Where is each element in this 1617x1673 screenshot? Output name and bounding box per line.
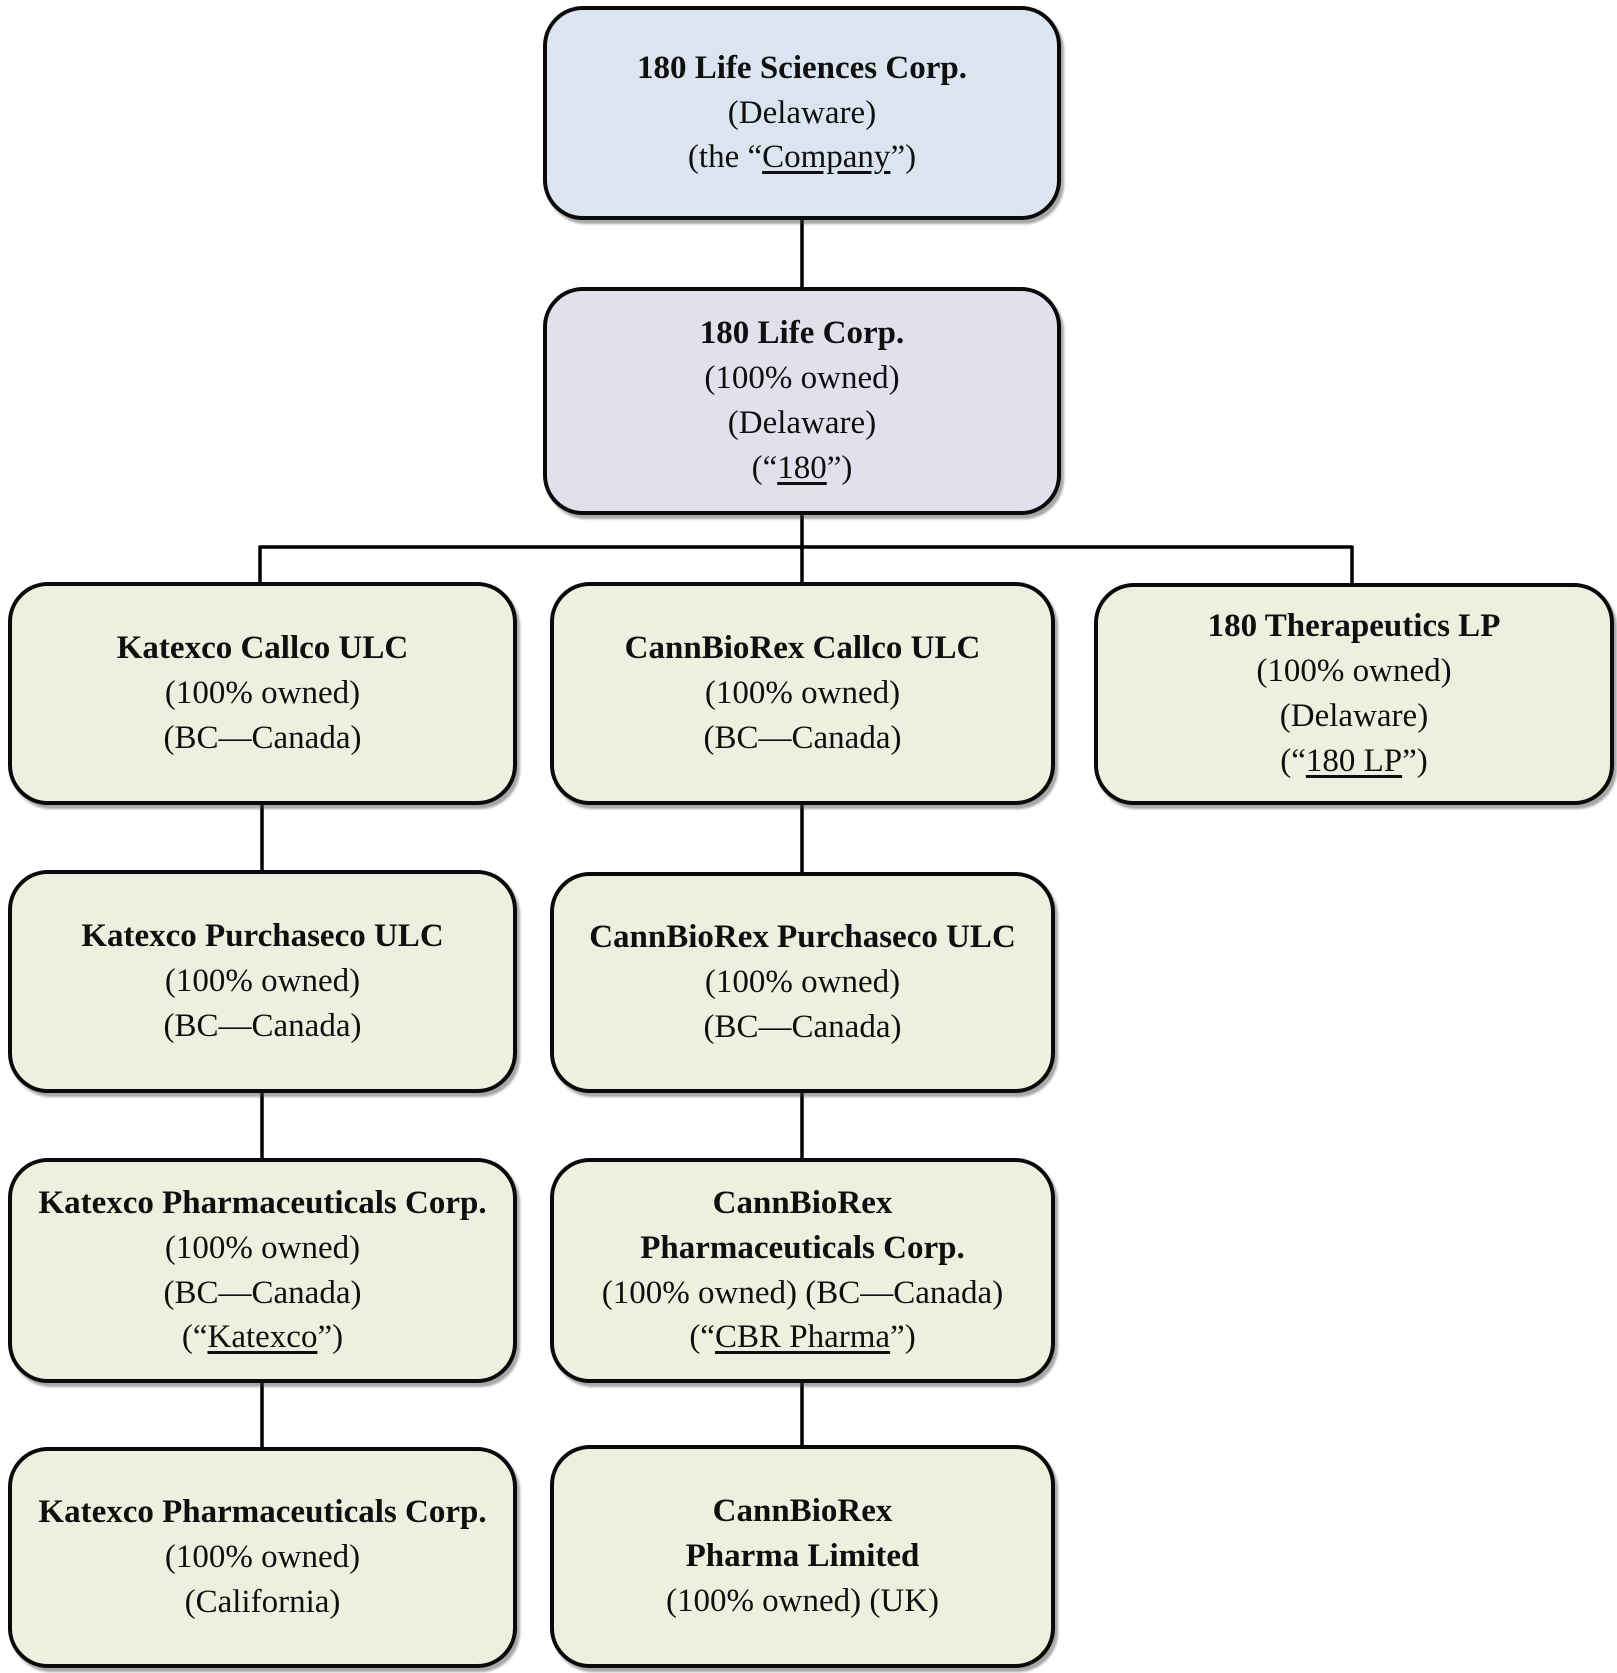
alias-underlined: Company (762, 139, 891, 176)
alias-post: ”) (890, 139, 917, 176)
node-cbr-pharma-ltd-ownership: (100% owned) (UK) (665, 1582, 940, 1619)
node-180-therapeutics-ownership: (100% owned) (1256, 653, 1452, 690)
alias-post: ”) (317, 1319, 344, 1356)
node-katexco-callco-jurisdiction: (BC—Canada) (163, 719, 362, 756)
node-180-therapeutics-alias: (“180 LP”) (1280, 739, 1428, 784)
node-cbr-pharma-ltd-title-line2: Pharma Limited (685, 1538, 920, 1575)
node-company-alias: (the “Company”) (688, 135, 916, 180)
node-cannbiorex-callco: CannBioRex Callco ULC (100% owned) (BC—C… (550, 582, 1055, 805)
node-katexco-pharma-bc-title: Katexco Pharmaceuticals Corp. (38, 1184, 487, 1221)
node-katexco-pharmaceuticals-bc: Katexco Pharmaceuticals Corp. (100% owne… (8, 1158, 517, 1383)
node-cbr-pharma-corp-title-line2: Pharmaceuticals Corp. (640, 1229, 965, 1266)
node-180-life-corp-jurisdiction: (Delaware) (727, 405, 877, 441)
node-katexco-purchaseco-jurisdiction: (BC—Canada) (163, 1007, 362, 1044)
alias-pre: (the “ (687, 139, 763, 176)
node-cbr-pharma-corp-ownership: (100% owned) (BC—Canada) (601, 1274, 1004, 1311)
node-katexco-callco-ownership: (100% owned) (164, 675, 361, 712)
node-katexco-purchaseco-ownership: (100% owned) (164, 963, 361, 1000)
node-company-title: 180 Life Sciences Corp. (637, 49, 967, 86)
alias-underlined: CBR Pharma (714, 1319, 891, 1356)
alias-pre: (“ (689, 1319, 715, 1356)
node-cannbiorex-pharma-limited: CannBioRex Pharma Limited (100% owned) (… (550, 1445, 1055, 1668)
node-katexco-pharma-bc-ownership: (100% owned) (164, 1229, 361, 1266)
alias-underlined: 180 LP (1305, 742, 1403, 779)
node-180-therapeutics-jurisdiction: (Delaware) (1279, 698, 1429, 734)
node-katexco-callco: Katexco Callco ULC (100% owned) (BC—Cana… (8, 582, 517, 805)
node-180-life-corp-alias: (“180”) (752, 446, 853, 491)
node-katexco-pharma-ca-ownership: (100% owned) (164, 1539, 361, 1576)
node-cbr-pharma-ltd-title-line1: CannBioRex (712, 1493, 893, 1530)
node-cannbiorex-purchaseco-ownership: (100% owned) (704, 964, 901, 1001)
node-katexco-callco-title: Katexco Callco ULC (116, 630, 409, 667)
alias-pre: (“ (1280, 742, 1306, 779)
node-cannbiorex-callco-jurisdiction: (BC—Canada) (703, 719, 902, 756)
alias-pre: (“ (751, 449, 778, 486)
alias-underlined: Katexco (207, 1319, 318, 1356)
node-katexco-purchaseco: Katexco Purchaseco ULC (100% owned) (BC—… (8, 870, 517, 1093)
connector-group (258, 216, 1354, 1451)
node-cannbiorex-callco-title: CannBioRex Callco ULC (624, 630, 981, 667)
node-cannbiorex-purchaseco: CannBioRex Purchaseco ULC (100% owned) (… (550, 872, 1055, 1093)
alias-post: ”) (1402, 742, 1428, 779)
node-katexco-pharma-bc-jurisdiction: (BC—Canada) (163, 1274, 362, 1311)
node-cbr-pharma-corp-alias: (“CBR Pharma”) (689, 1315, 915, 1360)
node-cannbiorex-pharmaceuticals-corp: CannBioRex Pharmaceuticals Corp. (100% o… (550, 1158, 1055, 1383)
node-katexco-pharmaceuticals-ca: Katexco Pharmaceuticals Corp. (100% owne… (8, 1447, 517, 1668)
node-180-life-corp-title: 180 Life Corp. (699, 315, 905, 352)
node-180-life-corp-ownership: (100% owned) (704, 360, 900, 397)
node-katexco-pharma-ca-jurisdiction: (California) (184, 1583, 341, 1620)
node-180-therapeutics-title: 180 Therapeutics LP (1207, 608, 1501, 645)
node-cannbiorex-purchaseco-title: CannBioRex Purchaseco ULC (589, 919, 1016, 956)
node-cannbiorex-purchaseco-jurisdiction: (BC—Canada) (703, 1008, 902, 1045)
node-katexco-pharma-ca-title: Katexco Pharmaceuticals Corp. (38, 1494, 487, 1531)
node-katexco-purchaseco-title: Katexco Purchaseco ULC (81, 918, 444, 955)
node-cbr-pharma-corp-title-line1: CannBioRex (712, 1184, 893, 1221)
node-company: 180 Life Sciences Corp. (Delaware) (the … (543, 6, 1061, 220)
alias-post: ”) (890, 1319, 916, 1356)
alias-underlined: 180 (777, 449, 827, 486)
node-180-therapeutics-lp: 180 Therapeutics LP (100% owned) (Delawa… (1094, 583, 1614, 805)
alias-pre: (“ (181, 1319, 208, 1356)
node-katexco-pharma-bc-alias: (“Katexco”) (182, 1315, 343, 1360)
node-company-jurisdiction: (Delaware) (727, 94, 877, 131)
node-cannbiorex-callco-ownership: (100% owned) (704, 675, 901, 712)
node-180-life-corp: 180 Life Corp. (100% owned) (Delaware) (… (543, 287, 1061, 515)
alias-post: ”) (826, 449, 853, 486)
